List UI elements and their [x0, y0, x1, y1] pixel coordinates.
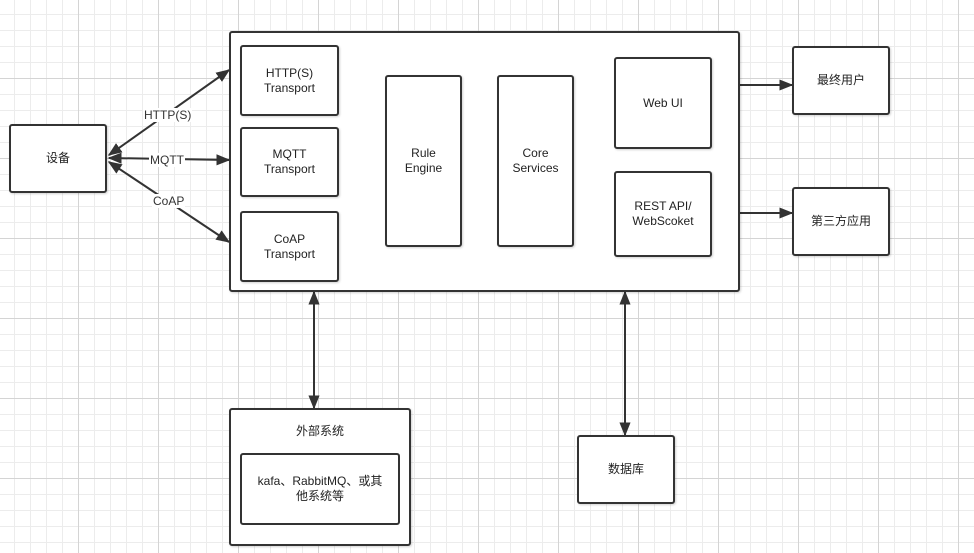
node-web-ui-label: Web UI [643, 95, 683, 110]
node-rest-api[interactable]: REST API/ WebScoket [614, 171, 712, 257]
node-core-services-label: Core Services [512, 146, 559, 175]
node-external-inner[interactable]: kafa、RabbitMQ、或其 他系统等 [240, 453, 400, 525]
edge-label-coap: CoAP [152, 194, 186, 208]
node-database[interactable]: 数据库 [577, 435, 675, 504]
node-external-system-label: 外部系统 [295, 424, 344, 438]
node-core-services[interactable]: Core Services [497, 75, 574, 247]
node-coap-transport[interactable]: CoAP Transport [240, 211, 339, 282]
node-mqtt-transport[interactable]: MQTT Transport [240, 127, 339, 197]
node-end-user-label: 最终用户 [816, 73, 865, 87]
node-web-ui[interactable]: Web UI [614, 57, 712, 149]
node-rest-api-label: REST API/ WebScoket [632, 199, 694, 228]
node-mqtt-transport-label: MQTT Transport [264, 147, 315, 176]
node-device-label: 设备 [45, 151, 70, 165]
edge-label-http: HTTP(S) [143, 108, 193, 122]
node-coap-transport-label: CoAP Transport [264, 231, 315, 261]
node-http-transport[interactable]: HTTP(S) Transport [240, 45, 339, 116]
node-third-party[interactable]: 第三方应用 [792, 187, 890, 256]
node-third-party-label: 第三方应用 [810, 214, 871, 228]
node-http-transport-label: HTTP(S) Transport [264, 65, 315, 95]
node-database-label: 数据库 [607, 462, 644, 476]
node-end-user[interactable]: 最终用户 [792, 46, 890, 115]
node-rule-engine-label: Rule Engine [404, 146, 443, 175]
node-device[interactable]: 设备 [9, 124, 107, 193]
edge-label-mqtt: MQTT [149, 153, 185, 167]
node-rule-engine[interactable]: Rule Engine [385, 75, 462, 247]
node-external-inner-label: kafa、RabbitMQ、或其 他系统等 [257, 474, 383, 503]
